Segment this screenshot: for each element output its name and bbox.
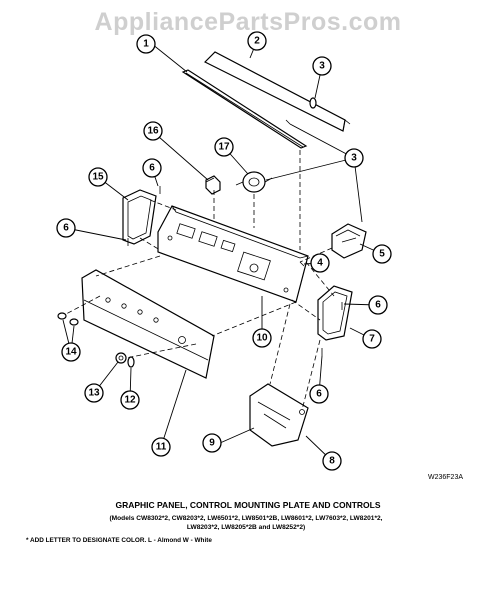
callout-2: 2 [247, 31, 267, 51]
callout-6-left: 6 [56, 218, 76, 238]
svg-text:2: 2 [254, 36, 260, 47]
svg-text:10: 10 [256, 333, 268, 344]
part-left-end-cap [122, 189, 157, 245]
part-timer-control [235, 171, 273, 193]
watermark: AppliancePartsPros.com [94, 8, 402, 36]
svg-text:9: 9 [209, 438, 215, 449]
callout-1: 1 [136, 34, 156, 54]
svg-text:3: 3 [319, 61, 325, 72]
svg-text:14: 14 [65, 347, 77, 358]
svg-text:13: 13 [88, 388, 100, 399]
svg-text:1: 1 [143, 39, 149, 50]
callout-11: 11 [151, 437, 171, 457]
caption-title: GRAPHIC PANEL, CONTROL MOUNTING PLATE AN… [115, 500, 381, 510]
callout-3-mid: 3 [344, 148, 364, 168]
svg-text:15: 15 [92, 172, 104, 183]
callout-9: 9 [202, 433, 222, 453]
svg-text:4: 4 [317, 258, 323, 269]
svg-text:6: 6 [316, 389, 322, 400]
callout-5: 5 [372, 244, 392, 264]
svg-text:6: 6 [63, 223, 69, 234]
svg-text:6: 6 [149, 163, 155, 174]
svg-text:12: 12 [124, 395, 136, 406]
svg-text:11: 11 [156, 442, 167, 453]
part-lower-bracket [249, 383, 309, 447]
svg-text:7: 7 [369, 334, 375, 345]
part-small-control [205, 175, 221, 195]
part-buttons [57, 312, 79, 326]
svg-text:16: 16 [147, 126, 159, 137]
callout-13: 13 [84, 383, 104, 403]
callout-3-top: 3 [312, 56, 332, 76]
part-knob-skirt [127, 356, 135, 368]
svg-text:17: 17 [218, 142, 230, 153]
callout-15: 15 [88, 167, 108, 187]
callout-4: 4 [310, 253, 330, 273]
callout-14: 14 [61, 342, 81, 362]
svg-text:6: 6 [375, 300, 381, 311]
part-long-strip [181, 69, 308, 149]
color-footnote: * ADD LETTER TO DESIGNATE COLOR. L - Alm… [26, 537, 212, 544]
part-knob [115, 352, 127, 364]
callout-16: 16 [143, 121, 163, 141]
part-top-trim-cover [203, 51, 351, 132]
callout-6-right: 6 [368, 295, 388, 315]
callout-6-upper: 6 [142, 158, 162, 178]
svg-text:8: 8 [329, 456, 335, 467]
callout-6-lower: 6 [309, 384, 329, 404]
callout-12: 12 [120, 390, 140, 410]
part-control-mounting-plate [157, 205, 309, 303]
svg-text:5: 5 [379, 249, 385, 260]
callout-7: 7 [362, 329, 382, 349]
part-switch-assembly [331, 223, 367, 259]
caption-models: (Models CW8302*2, CW8203*2, LW6501*2, LW… [109, 515, 383, 531]
part-graphic-panel [81, 269, 215, 379]
part-right-end-cap [317, 285, 353, 341]
diagram-code: W236F23A [428, 474, 464, 481]
callout-10: 10 [252, 328, 272, 348]
svg-text:3: 3 [351, 153, 357, 164]
part-screws [127, 119, 343, 356]
callout-8: 8 [322, 451, 342, 471]
callout-17: 17 [214, 137, 234, 157]
